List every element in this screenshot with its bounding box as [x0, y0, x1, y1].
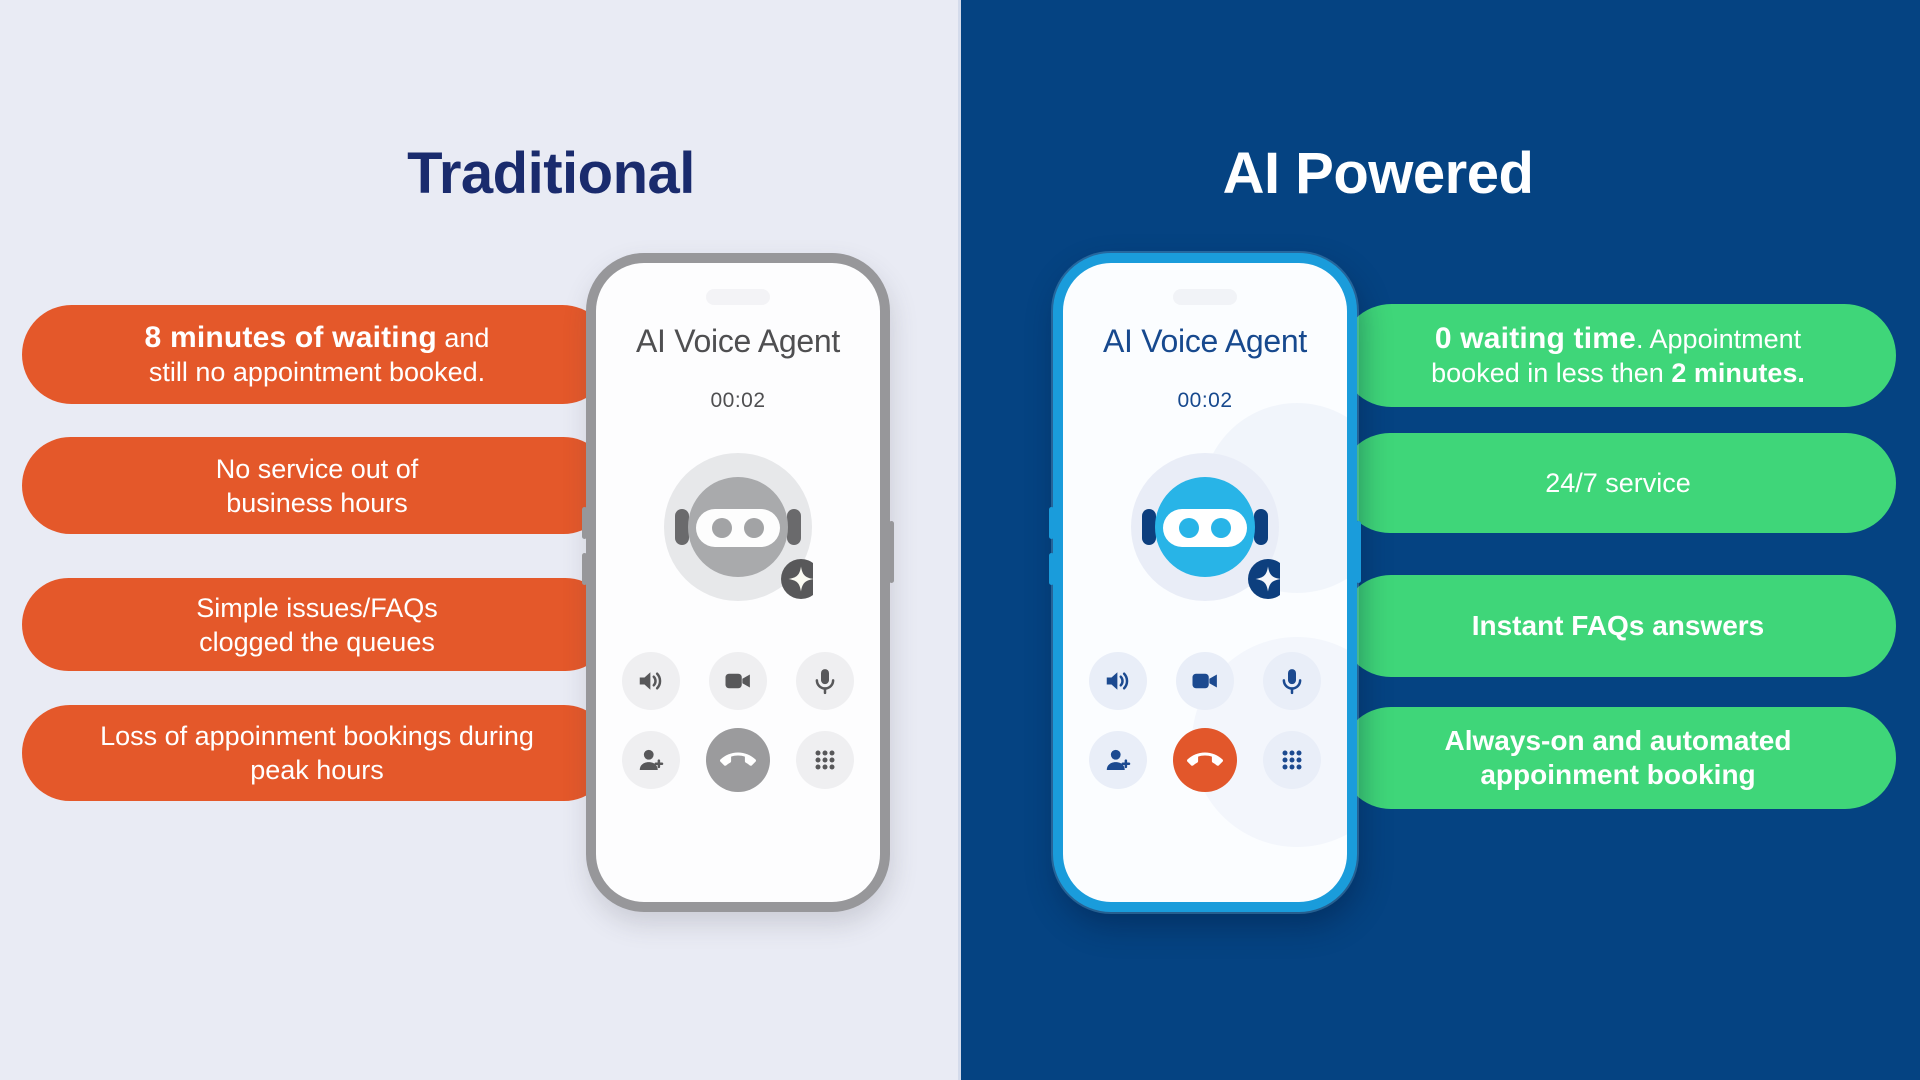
sparkle-icon	[1255, 566, 1280, 592]
pill-text-line: No service out of	[215, 453, 419, 484]
caller-name: AI Voice Agent	[1103, 323, 1307, 359]
pill-text-line: Loss of appoinment bookings during	[100, 721, 534, 751]
pill-text-line: booked in less then 2 minutes.	[1431, 356, 1805, 390]
pill-text-line: still no appointment booked.	[148, 356, 486, 387]
pill-bold-text: 2 minutes.	[1671, 357, 1805, 388]
call-controls	[622, 652, 854, 792]
benefit-pill-automated-booking: Always-on and automated appoinment booki…	[1340, 707, 1896, 809]
keypad-button[interactable]	[1263, 731, 1321, 789]
traditional-title: Traditional	[407, 141, 695, 206]
call-timer: 00:02	[1177, 389, 1233, 412]
benefit-pill-247-service: 24/7 service	[1340, 433, 1896, 533]
speaker-icon	[1106, 672, 1129, 690]
power-button-nub	[1356, 521, 1361, 583]
pill-text-line: peak hours	[250, 755, 384, 785]
caller-name: AI Voice Agent	[636, 323, 840, 359]
robot-eye-left	[712, 518, 732, 538]
speaker-button[interactable]	[622, 652, 680, 710]
end-call-button[interactable]	[706, 728, 770, 792]
pain-point-pill-waiting: 8 minutes of waiting and still no appoin…	[22, 305, 612, 404]
pill-text-line: 8 minutes of waiting and	[145, 321, 490, 355]
pill-text-line: clogged the queues	[199, 626, 435, 657]
camera-notch	[1173, 289, 1237, 305]
pill-regular-text: and	[436, 322, 490, 353]
pill-text-line: business hours	[226, 487, 408, 518]
robot-visor	[1163, 509, 1247, 547]
pain-point-pill-hours: No service out of business hours	[22, 437, 612, 534]
end-call-icon	[720, 752, 756, 766]
power-button-nub	[889, 521, 894, 583]
video-camera-icon	[725, 673, 750, 689]
call-controls	[1089, 652, 1321, 792]
end-call-button[interactable]	[1173, 728, 1237, 792]
video-camera-icon	[1192, 673, 1217, 689]
add-person-icon	[1106, 749, 1131, 770]
pill-regular-text: . Appointment	[1636, 323, 1802, 354]
pill-regular-text: booked in less then	[1431, 357, 1672, 388]
video-button[interactable]	[1176, 652, 1234, 710]
benefit-pill-instant-faqs: Instant FAQs answers	[1340, 575, 1896, 677]
call-timer: 00:02	[710, 389, 766, 412]
pain-point-pill-queues: Simple issues/FAQs clogged the queues	[22, 578, 612, 671]
pill-bold-text: 8 minutes of waiting	[144, 320, 437, 354]
keypad-button[interactable]	[796, 731, 854, 789]
keypad-icon	[1282, 750, 1302, 770]
ai-phone-mockup: AI Voice Agent 00:02	[1049, 253, 1361, 912]
ai-powered-title: AI Powered	[1222, 141, 1534, 206]
robot-eye-right	[744, 518, 764, 538]
end-call-icon	[1187, 752, 1223, 766]
mic-button[interactable]	[1263, 652, 1321, 710]
add-person-icon	[639, 749, 664, 770]
robot-ear-left	[1142, 509, 1156, 545]
microphone-icon	[1282, 669, 1302, 695]
add-contact-button[interactable]	[1089, 731, 1147, 789]
sparkle-icon	[788, 566, 813, 592]
phone-screen: AI Voice Agent 00:02	[1063, 263, 1347, 902]
robot-visor	[696, 509, 780, 547]
pill-text-line: appoinment booking	[1480, 759, 1756, 790]
volume-button-nub	[1049, 507, 1054, 539]
robot-avatar	[1131, 453, 1280, 601]
panel-divider	[958, 0, 961, 1080]
speaker-icon	[639, 672, 662, 690]
camera-notch	[706, 289, 770, 305]
robot-ear-right	[1254, 509, 1268, 545]
speaker-button[interactable]	[1089, 652, 1147, 710]
volume-button-nub	[582, 507, 587, 539]
traditional-phone-mockup: AI Voice Agent 00:02	[582, 253, 894, 912]
robot-ear-right	[787, 509, 801, 545]
pill-text-line: 24/7 service	[1545, 468, 1691, 498]
phone-screen: AI Voice Agent 00:02	[596, 263, 880, 902]
video-button[interactable]	[709, 652, 767, 710]
robot-eye-right	[1211, 518, 1231, 538]
robot-ear-left	[675, 509, 689, 545]
mic-button[interactable]	[796, 652, 854, 710]
robot-avatar	[664, 453, 813, 601]
robot-eye-left	[1179, 518, 1199, 538]
pill-text-line: 0 waiting time. Appointment	[1435, 322, 1801, 356]
pill-bold-text: 0 waiting time	[1434, 321, 1637, 355]
pill-text-line: Instant FAQs answers	[1471, 610, 1765, 641]
microphone-icon	[815, 669, 835, 695]
add-contact-button[interactable]	[622, 731, 680, 789]
volume-button-nub	[1049, 553, 1054, 585]
keypad-icon	[815, 750, 835, 770]
pill-text-line: Always-on and automated	[1444, 725, 1792, 756]
pill-text-line: Simple issues/FAQs	[196, 592, 438, 623]
benefit-pill-zero-wait: 0 waiting time. Appointment booked in le…	[1340, 304, 1896, 407]
pain-point-pill-lost-bookings: Loss of appoinment bookings during peak …	[22, 705, 612, 801]
volume-button-nub	[582, 553, 587, 585]
